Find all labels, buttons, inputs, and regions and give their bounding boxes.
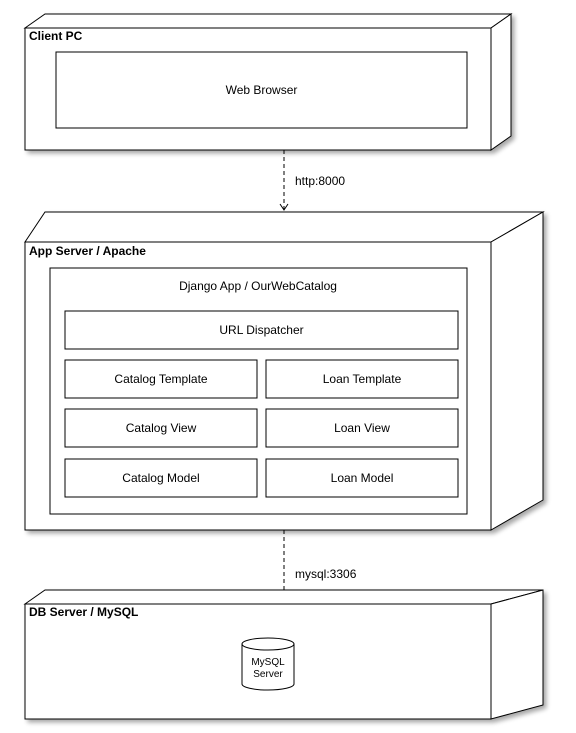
node-title-app-server: App Server / Apache xyxy=(29,244,146,258)
loan-template-label: Loan Template xyxy=(323,372,402,386)
loan-model-label: Loan Model xyxy=(331,471,394,485)
component-catalog-view: Catalog View xyxy=(64,408,258,448)
url-dispatcher-label: URL Dispatcher xyxy=(219,323,303,337)
component-web-browser: Web Browser xyxy=(55,51,468,129)
connector-mysql-label: mysql:3306 xyxy=(295,567,357,581)
mysql-server-label-line2: Server xyxy=(253,669,283,680)
component-catalog-template: Catalog Template xyxy=(64,359,258,399)
component-catalog-model: Catalog Model xyxy=(64,458,258,498)
catalog-view-label: Catalog View xyxy=(126,421,197,435)
database-cylinder-icon: MySQL Server xyxy=(241,637,295,691)
loan-view-label: Loan View xyxy=(334,421,390,435)
component-url-dispatcher: URL Dispatcher xyxy=(64,310,459,350)
web-browser-label: Web Browser xyxy=(226,83,298,97)
catalog-model-label: Catalog Model xyxy=(122,471,199,485)
node-title-client-pc: Client PC xyxy=(29,29,83,43)
component-loan-template: Loan Template xyxy=(265,359,459,399)
django-app-label: Django App / OurWebCatalog xyxy=(179,279,337,293)
mysql-server-label-line1: MySQL xyxy=(251,657,285,668)
node-title-db-server: DB Server / MySQL xyxy=(29,605,138,619)
component-loan-model: Loan Model xyxy=(265,458,459,498)
catalog-template-label: Catalog Template xyxy=(114,372,207,386)
component-loan-view: Loan View xyxy=(265,408,459,448)
connector-http-label: http:8000 xyxy=(295,174,345,188)
